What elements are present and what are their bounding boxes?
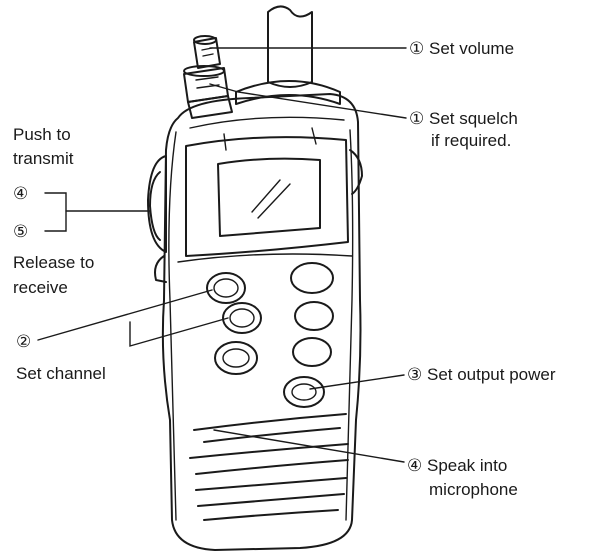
left-key-3[interactable] (214, 341, 258, 375)
transmit-label-line1: Push to (13, 125, 71, 144)
channel-up-key[interactable] (206, 272, 246, 304)
channel-down-key[interactable] (222, 302, 262, 334)
squelch-label: ① Set squelch (409, 109, 518, 128)
volume-label: ① Set volume (409, 39, 514, 58)
handheld-radio (147, 5, 363, 551)
channel-label: Set channel (16, 364, 106, 383)
display-screen (217, 157, 321, 237)
power-key[interactable] (283, 376, 325, 408)
transmit-label-line2: transmit (13, 149, 74, 168)
leader-lines (37, 47, 407, 463)
volume-knob[interactable] (193, 35, 221, 69)
right-key-2[interactable] (294, 301, 334, 331)
right-key-3[interactable] (292, 337, 332, 367)
right-key-1[interactable] (290, 262, 334, 294)
transmit-marker-bottom: ⑤ (13, 222, 28, 241)
display-bezel (185, 136, 349, 257)
transmit-marker-top: ④ (13, 184, 28, 203)
antenna (267, 5, 313, 88)
receive-label-line2: receive (13, 278, 68, 297)
microphone-label-line2: microphone (429, 480, 518, 499)
microphone-label: ④ Speak into (407, 456, 507, 475)
power-label: ③ Set output power (407, 365, 556, 384)
squelch-knob[interactable] (183, 65, 233, 119)
speaker-grille (189, 413, 349, 521)
channel-marker: ② (16, 332, 31, 351)
squelch-label-line2: if required. (431, 131, 511, 150)
ptt-button[interactable] (147, 155, 167, 283)
radio-body (161, 93, 362, 551)
receive-label-line1: Release to (13, 253, 94, 272)
